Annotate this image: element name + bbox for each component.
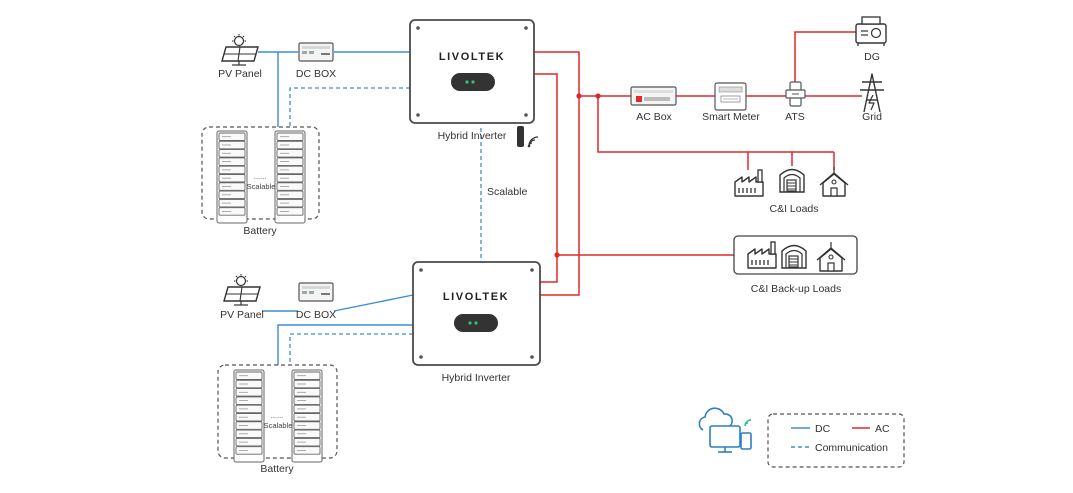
top-pv-label: PV Panel (218, 68, 262, 80)
comm-lines (289, 87, 482, 365)
battery-rack-icon (234, 370, 264, 462)
wifi-dongle (517, 126, 524, 147)
bottom-dcbox-label: DC BOX (296, 309, 336, 321)
dc-box-icon (298, 282, 334, 302)
ats: ATS (785, 81, 806, 123)
battery-rack-icon (275, 131, 305, 223)
warehouse-icon (781, 244, 807, 269)
bottom-battery: ...... Scalable Battery (217, 364, 338, 475)
warehouse-icon (779, 168, 805, 193)
bottom-dc-box: DC BOX (296, 282, 336, 321)
cloud-monitor-icon (698, 407, 752, 453)
svg-text:......: ...... (271, 411, 284, 420)
bottom-pv-label: PV Panel (220, 309, 264, 321)
dc-box-icon (298, 42, 334, 62)
svg-text:......: ...... (254, 172, 267, 181)
top-inverter-label: Hybrid Inverter (438, 130, 507, 142)
bottom-battery-scalable-label: Scalable (264, 421, 293, 430)
top-battery-label: Battery (243, 225, 277, 237)
factory-icon (734, 169, 764, 197)
pv-panel-icon (223, 273, 261, 306)
battery-rack-icon (292, 370, 322, 462)
ci-loads: C&I Loads (734, 166, 849, 215)
utility-grid: Grid (860, 73, 884, 123)
dc-lines (258, 51, 414, 365)
top-dc-box: DC BOX (296, 42, 336, 80)
ac-box-label: AC Box (636, 111, 672, 123)
ci-loads-label: C&I Loads (769, 203, 818, 215)
ac-box-icon (630, 86, 677, 106)
bottom-battery-label: Battery (260, 463, 294, 475)
wifi-icon (528, 136, 539, 147)
ci-backup-loads-label: C&I Back-up Loads (751, 283, 841, 295)
ci-backup-loads: C&I Back-up Loads (733, 235, 858, 295)
top-pv-panel: PV Panel (218, 33, 262, 80)
inverter-icon (409, 19, 535, 124)
ac-box: AC Box (630, 86, 677, 123)
building-icon (819, 166, 849, 197)
grid-tower-icon (860, 73, 884, 113)
inverter-icon (412, 261, 541, 366)
grid-label: Grid (862, 111, 882, 123)
inverter-brand: LIVOLTEK (443, 291, 509, 303)
cloud-monitor (698, 407, 752, 453)
legend-dc-label: DC (815, 423, 831, 435)
battery-rack-icon (217, 131, 247, 223)
top-hybrid-inverter: LIVOLTEK Hybrid Inverter (409, 19, 539, 148)
smart-meter-icon (714, 82, 747, 111)
top-battery: ...... Scalable Battery (201, 126, 320, 237)
junction-dots (554, 93, 601, 258)
top-dcbox-label: DC BOX (296, 68, 336, 80)
top-battery-scalable-label: Scalable (247, 182, 276, 191)
smart-meter-label: Smart Meter (702, 111, 760, 123)
inverter-brand: LIVOLTEK (439, 51, 505, 63)
generator-icon (855, 16, 887, 46)
legend-comm-label: Communication (815, 442, 888, 454)
smart-meter: Smart Meter (702, 82, 760, 123)
diesel-generator: DG (855, 16, 887, 63)
bottom-pv-panel: PV Panel (220, 273, 264, 321)
pv-panel-icon (221, 33, 259, 66)
ats-label: ATS (785, 111, 805, 123)
legend-ac-label: AC (875, 423, 890, 435)
scalable-link-label: Scalable (487, 186, 527, 198)
bottom-hybrid-inverter: LIVOLTEK Hybrid Inverter (412, 261, 541, 384)
ac-lines (534, 31, 862, 296)
legend: DC AC Communication (767, 413, 905, 468)
dg-label: DG (864, 51, 880, 63)
bottom-inverter-label: Hybrid Inverter (442, 372, 511, 384)
ats-icon (785, 81, 806, 107)
